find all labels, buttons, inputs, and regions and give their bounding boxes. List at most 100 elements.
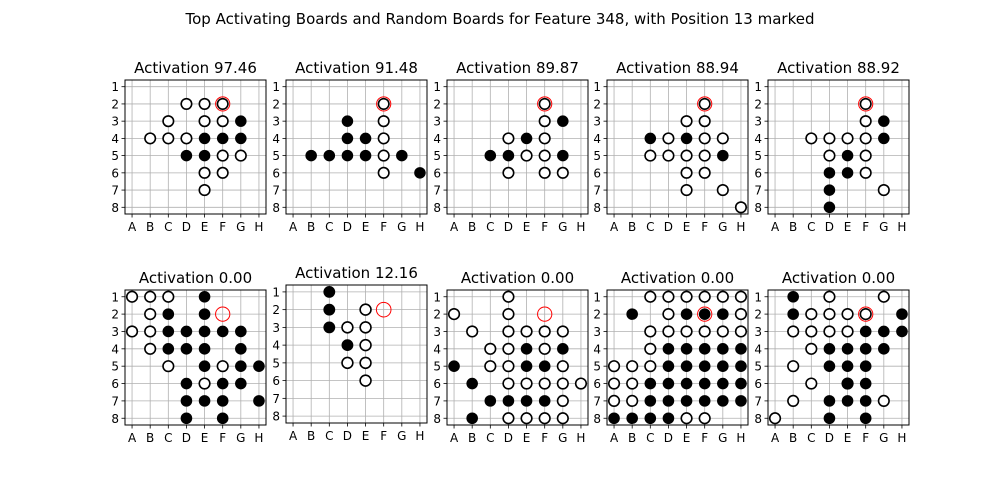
white-stone-F3: [538, 115, 551, 128]
y-tick-label: 4: [593, 342, 601, 356]
x-tick-label: B: [789, 220, 797, 234]
panel-title: Activation 12.16: [295, 264, 418, 282]
x-tick-label: F: [541, 431, 548, 445]
black-stone-E4: [198, 343, 211, 355]
white-stone-C5: [644, 360, 657, 373]
black-stone-E5: [198, 149, 211, 162]
x-tick-label: E: [683, 220, 691, 234]
x-tick-label: C: [325, 220, 333, 234]
white-stone-E2: [359, 303, 372, 316]
marked-position-ring: [215, 96, 231, 112]
white-stone-F3: [216, 115, 229, 128]
white-stone-A1: [125, 290, 139, 303]
x-tick-label: F: [701, 431, 708, 445]
white-stone-F3: [698, 115, 711, 128]
white-stone-D3: [662, 325, 675, 338]
black-stone-F6: [698, 377, 711, 390]
black-stone-C7: [484, 395, 497, 407]
panel-title: Activation 0.00: [621, 269, 734, 287]
y-tick-label: 1: [111, 80, 119, 94]
y-tick-label: 3: [433, 115, 441, 129]
x-tick-label: G: [558, 220, 567, 234]
x-tick-label: D: [182, 220, 191, 234]
black-stone-H5: [253, 360, 265, 372]
black-stone-C1: [323, 285, 336, 298]
white-stone-D2: [662, 308, 675, 321]
white-stone-H6: [574, 377, 588, 390]
x-tick-label: F: [862, 431, 869, 445]
y-tick-label: 2: [272, 303, 280, 317]
x-tick-label: A: [771, 220, 780, 234]
x-tick-label: A: [128, 220, 137, 234]
white-stone-D5: [662, 149, 675, 162]
y-tick-label: 1: [593, 80, 601, 94]
y-tick-label: 8: [754, 201, 762, 215]
x-tick-label: F: [380, 429, 387, 443]
y-tick-label: 3: [433, 325, 441, 339]
black-stone-B5: [305, 149, 317, 162]
y-tick-label: 3: [593, 115, 601, 129]
white-stone-G6: [556, 377, 569, 390]
white-stone-E5: [359, 356, 372, 370]
white-stone-G4: [716, 132, 729, 145]
x-tick-label: H: [576, 431, 585, 445]
white-stone-F8: [538, 412, 551, 425]
x-tick-label: C: [486, 431, 494, 445]
white-stone-D4: [502, 132, 515, 145]
white-stone-B5: [787, 360, 800, 373]
black-stone-F4: [216, 132, 229, 145]
white-stone-G7: [716, 184, 729, 197]
black-stone-G3: [235, 115, 247, 127]
black-stone-F6: [216, 377, 229, 390]
y-tick-label: 7: [593, 394, 601, 408]
y-tick-label: 4: [593, 132, 601, 146]
black-stone-F7: [698, 395, 711, 407]
y-tick-label: 6: [272, 166, 280, 180]
black-stone-E6: [680, 377, 693, 390]
white-stone-F4: [859, 132, 872, 145]
x-tick-label: H: [415, 429, 424, 443]
marked-position-ring: [697, 306, 713, 322]
white-stone-C4: [805, 342, 818, 355]
white-stone-D2: [180, 97, 193, 110]
white-stone-C4: [484, 342, 497, 355]
white-stone-F4: [538, 342, 551, 355]
white-stone-F4: [698, 132, 711, 145]
black-stone-E5: [198, 360, 211, 372]
y-tick-label: 7: [272, 184, 280, 198]
white-stone-F8: [698, 412, 711, 425]
x-tick-label: E: [362, 429, 370, 443]
black-stone-A5: [448, 360, 460, 372]
white-stone-A2: [447, 308, 461, 321]
x-tick-label: B: [307, 220, 315, 234]
y-tick-label: 5: [593, 360, 601, 374]
white-stone-B4: [144, 342, 157, 355]
black-stone-E4: [680, 343, 693, 355]
y-tick-label: 1: [111, 290, 119, 304]
marked-position-ring: [537, 306, 553, 322]
white-stone-A5: [607, 360, 621, 373]
black-stone-C2: [162, 308, 175, 320]
black-stone-E4: [520, 343, 533, 355]
white-stone-C1: [162, 290, 175, 303]
black-stone-H4: [735, 343, 747, 355]
white-stone-D4: [180, 132, 193, 145]
x-tick-label: A: [289, 429, 298, 443]
white-stone-C2: [805, 308, 818, 321]
y-tick-label: 8: [272, 410, 280, 424]
y-tick-label: 4: [111, 132, 119, 146]
marked-position-ring: [697, 96, 713, 112]
x-tick-label: A: [450, 220, 459, 234]
black-stone-E7: [198, 395, 211, 407]
white-stone-E6: [520, 377, 533, 390]
axes-frame: [606, 289, 749, 426]
white-stone-E6: [198, 377, 211, 390]
white-stone-H2: [734, 308, 748, 321]
y-tick-label: 8: [111, 412, 119, 426]
axes-frame: [606, 79, 749, 215]
black-stone-B1: [787, 290, 799, 303]
x-tick-label: A: [450, 431, 459, 445]
